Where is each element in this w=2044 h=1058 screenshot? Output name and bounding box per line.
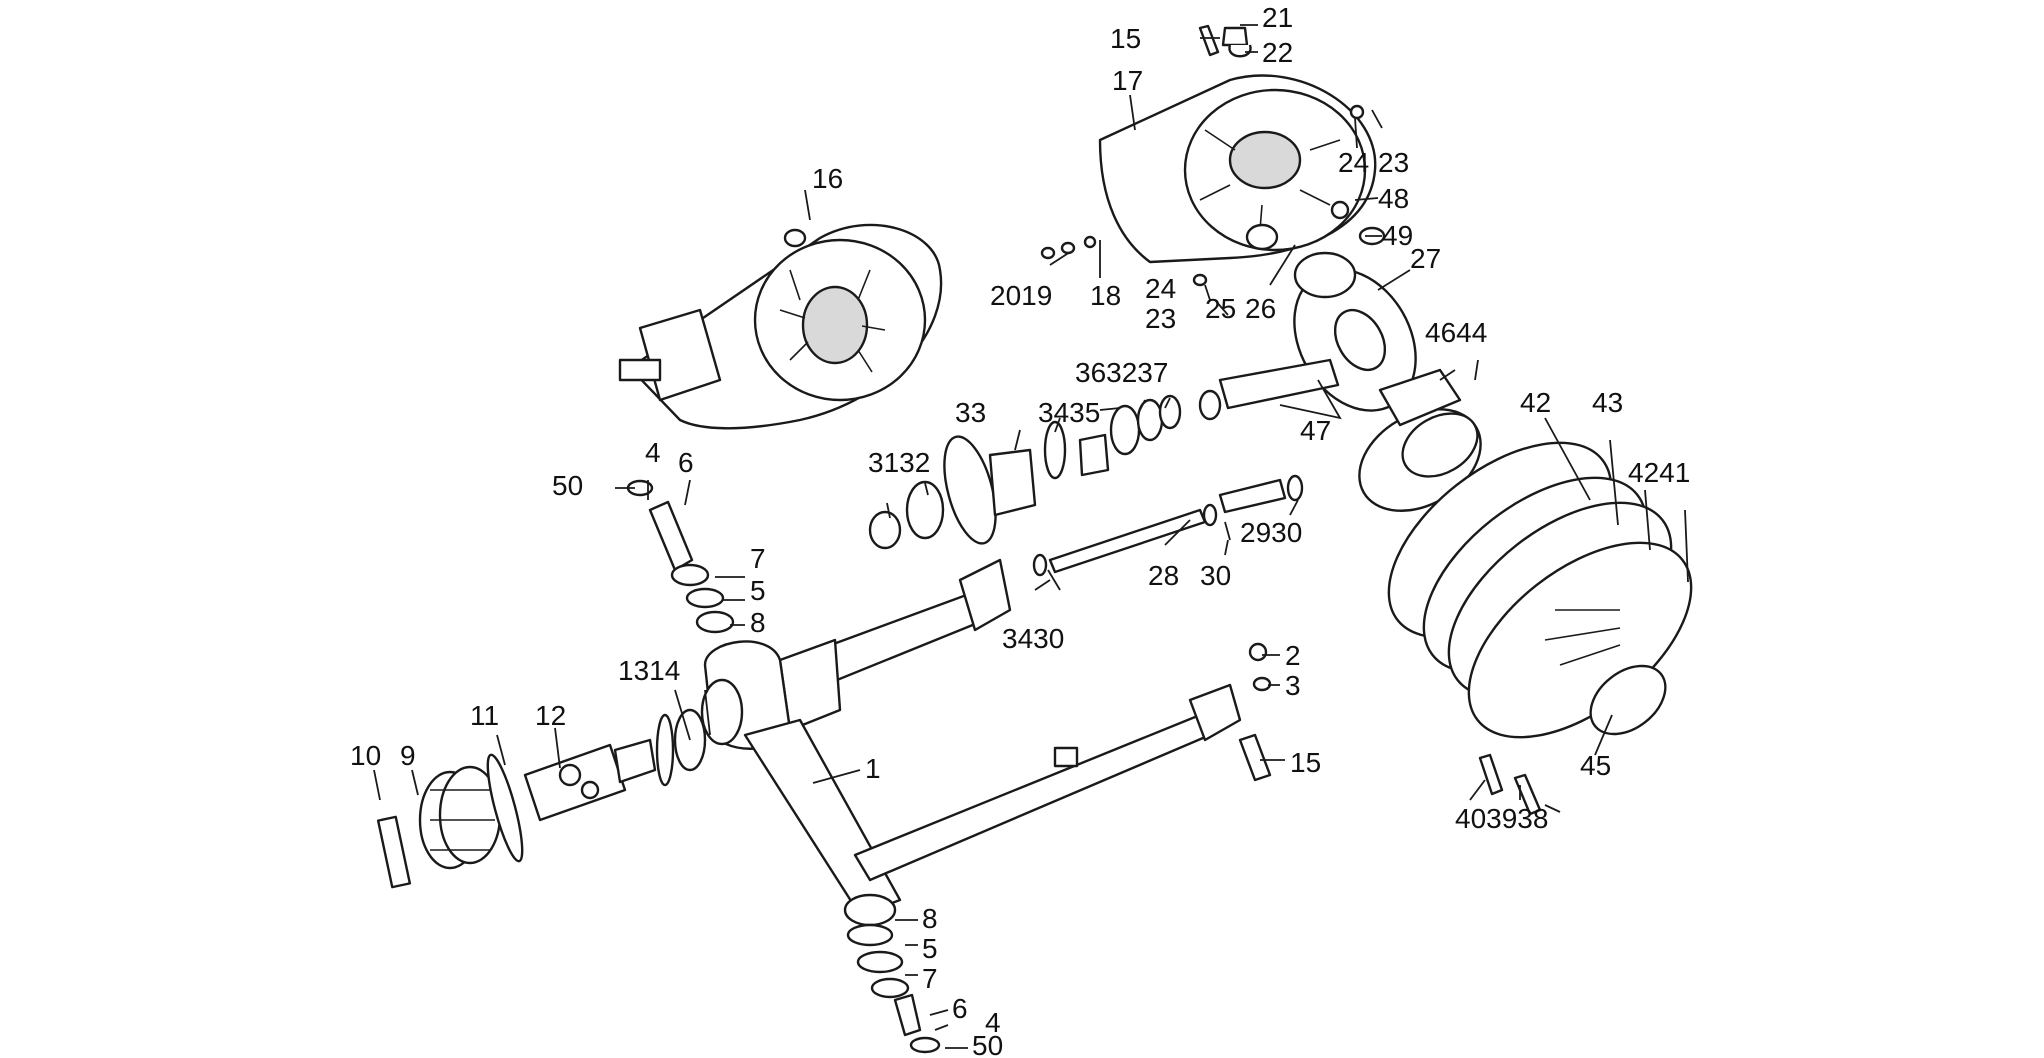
callout-17: 17 bbox=[1112, 65, 1143, 96]
callout-10: 10 bbox=[350, 740, 381, 771]
callout-1314: 1314 bbox=[618, 655, 680, 686]
callout-7-bottom: 7 bbox=[922, 963, 938, 994]
callout-30-mid: 30 bbox=[1200, 560, 1231, 591]
callout-5-top: 5 bbox=[750, 575, 766, 606]
callout-4-top: 4 bbox=[645, 437, 661, 468]
housing-cover-17 bbox=[1098, 24, 1377, 264]
callout-12: 12 bbox=[535, 700, 566, 731]
callout-16: 16 bbox=[812, 163, 843, 194]
callout-2: 2 bbox=[1285, 640, 1301, 671]
callout-403938: 403938 bbox=[1455, 803, 1548, 834]
callout-15-top: 15 bbox=[1110, 23, 1141, 54]
callout-5-bottom: 5 bbox=[922, 933, 938, 964]
callout-26: 26 bbox=[1245, 293, 1276, 324]
callout-27: 27 bbox=[1410, 243, 1441, 274]
leader-lines bbox=[373, 24, 1689, 1049]
callout-43: 43 bbox=[1592, 387, 1623, 418]
callout-9: 9 bbox=[400, 740, 416, 771]
callout-8-bottom: 8 bbox=[922, 903, 938, 934]
coupling-assembly-12 bbox=[376, 708, 707, 889]
callout-22: 22 bbox=[1262, 37, 1293, 68]
callout-24-top: 24 bbox=[1338, 147, 1369, 178]
callout-3132: 3132 bbox=[868, 447, 930, 478]
callout-7-top: 7 bbox=[750, 543, 766, 574]
callout-23-mid: 23 bbox=[1145, 303, 1176, 334]
callout-6-bottom: 6 bbox=[952, 993, 968, 1024]
callout-2019: 2019 bbox=[990, 280, 1052, 311]
callout-48: 48 bbox=[1378, 183, 1409, 214]
drive-shaft-28 bbox=[1032, 474, 1304, 577]
callout-50-bottom: 50 bbox=[972, 1030, 1003, 1058]
ring-gear-27 bbox=[1198, 268, 1417, 421]
pivot-bushing-lower bbox=[846, 923, 941, 1054]
callout-23-top: 23 bbox=[1378, 147, 1409, 178]
callout-4-bottom: 4 bbox=[985, 1007, 1001, 1038]
callout-18: 18 bbox=[1090, 280, 1121, 311]
callout-2930: 2930 bbox=[1240, 517, 1302, 548]
callout-15-right: 15 bbox=[1290, 747, 1321, 778]
callout-24-mid: 24 bbox=[1145, 273, 1176, 304]
callout-8-top: 8 bbox=[750, 607, 766, 638]
callout-labels: 21 15 22 17 24 23 48 49 16 2019 18 24 23… bbox=[350, 2, 1690, 1058]
gear-housing-16 bbox=[618, 223, 943, 430]
callout-3435: 3435 bbox=[1038, 397, 1100, 428]
callout-11: 11 bbox=[470, 700, 499, 731]
input-shaft-assembly-33 bbox=[868, 394, 1182, 550]
callout-25: 25 bbox=[1205, 293, 1236, 324]
callout-3: 3 bbox=[1285, 670, 1301, 701]
swing-arm-frame-1 bbox=[700, 558, 1242, 927]
callout-4644: 4644 bbox=[1425, 317, 1487, 348]
callout-45: 45 bbox=[1580, 750, 1611, 781]
callout-47: 47 bbox=[1300, 415, 1331, 446]
callout-6-top: 6 bbox=[678, 447, 694, 478]
callout-4241: 4241 bbox=[1628, 457, 1690, 488]
pivot-bushing-upper bbox=[626, 479, 735, 634]
callout-49: 49 bbox=[1382, 220, 1413, 251]
callout-50-top: 50 bbox=[552, 470, 583, 501]
callout-1: 1 bbox=[865, 753, 881, 784]
callout-33: 33 bbox=[955, 397, 986, 428]
callout-42: 42 bbox=[1520, 387, 1551, 418]
callout-28: 28 bbox=[1148, 560, 1179, 591]
differential-carrier-44 bbox=[1358, 368, 1482, 512]
axle-hardware-2-3-15 bbox=[1238, 642, 1542, 816]
callout-363237: 363237 bbox=[1075, 357, 1168, 388]
callout-21: 21 bbox=[1262, 2, 1293, 33]
callout-3430: 3430 bbox=[1002, 623, 1064, 654]
clutch-plates-42-43 bbox=[1387, 441, 1693, 739]
